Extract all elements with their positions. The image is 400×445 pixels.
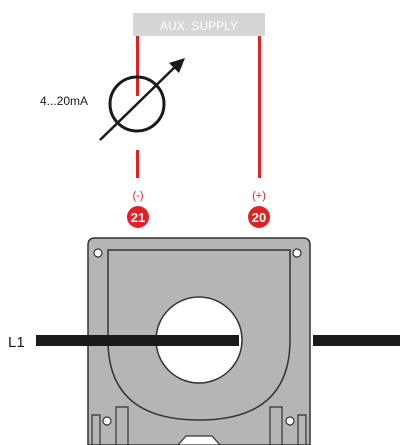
conductor-label: L1 — [8, 334, 25, 351]
meter-arrowhead-icon — [169, 58, 185, 73]
meter-variable-arrow-icon — [99, 63, 179, 141]
terminal-negative-number: 21 — [131, 210, 145, 225]
ct-clip-right — [297, 414, 307, 445]
ct-clip-left-inner — [115, 406, 129, 445]
mounting-hole-top-right-icon — [292, 248, 302, 258]
mounting-hole-top-left-icon — [93, 248, 103, 258]
mounting-hole-bottom-left-icon — [102, 416, 112, 426]
conductor-bar-left — [36, 335, 239, 346]
terminal-positive-number: 20 — [252, 210, 266, 225]
aux-supply-label: AUX. SUPPLY — [160, 19, 238, 33]
wire-negative-lower — [136, 150, 139, 178]
wiring — [136, 36, 261, 178]
terminal-negative: (-) 21 — [127, 190, 149, 228]
mounting-hole-bottom-right-icon — [285, 416, 295, 426]
ct-clip-right-inner — [269, 406, 283, 445]
conductor-bar-right — [313, 335, 400, 346]
wire-positive — [258, 36, 261, 178]
wire-negative-upper — [136, 36, 139, 96]
terminal-negative-polarity: (-) — [133, 190, 144, 202]
meter-circle-icon — [108, 75, 166, 133]
aux-supply: AUX. SUPPLY — [133, 13, 265, 36]
ct-bottom-notch — [177, 435, 221, 445]
current-meter: 4...20mA — [40, 58, 185, 141]
meter-label: 4...20mA — [40, 94, 88, 108]
terminal-positive: (+) 20 — [248, 190, 270, 228]
terminal-negative-badge — [127, 206, 149, 228]
conductor-l1: L1 — [8, 334, 400, 351]
terminal-positive-polarity: (+) — [252, 190, 266, 202]
terminal-positive-badge — [248, 206, 270, 228]
ct-clip-left — [91, 414, 101, 445]
aux-supply-box — [133, 13, 265, 36]
